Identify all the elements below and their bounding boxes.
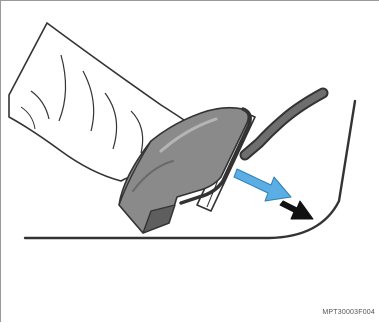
- motion-arrow-icon: [280, 201, 313, 219]
- pedal-arm-icon: [245, 93, 323, 155]
- press-direction-arrow-icon: [234, 169, 291, 201]
- figure-code-label: MPT30003F004: [322, 309, 375, 316]
